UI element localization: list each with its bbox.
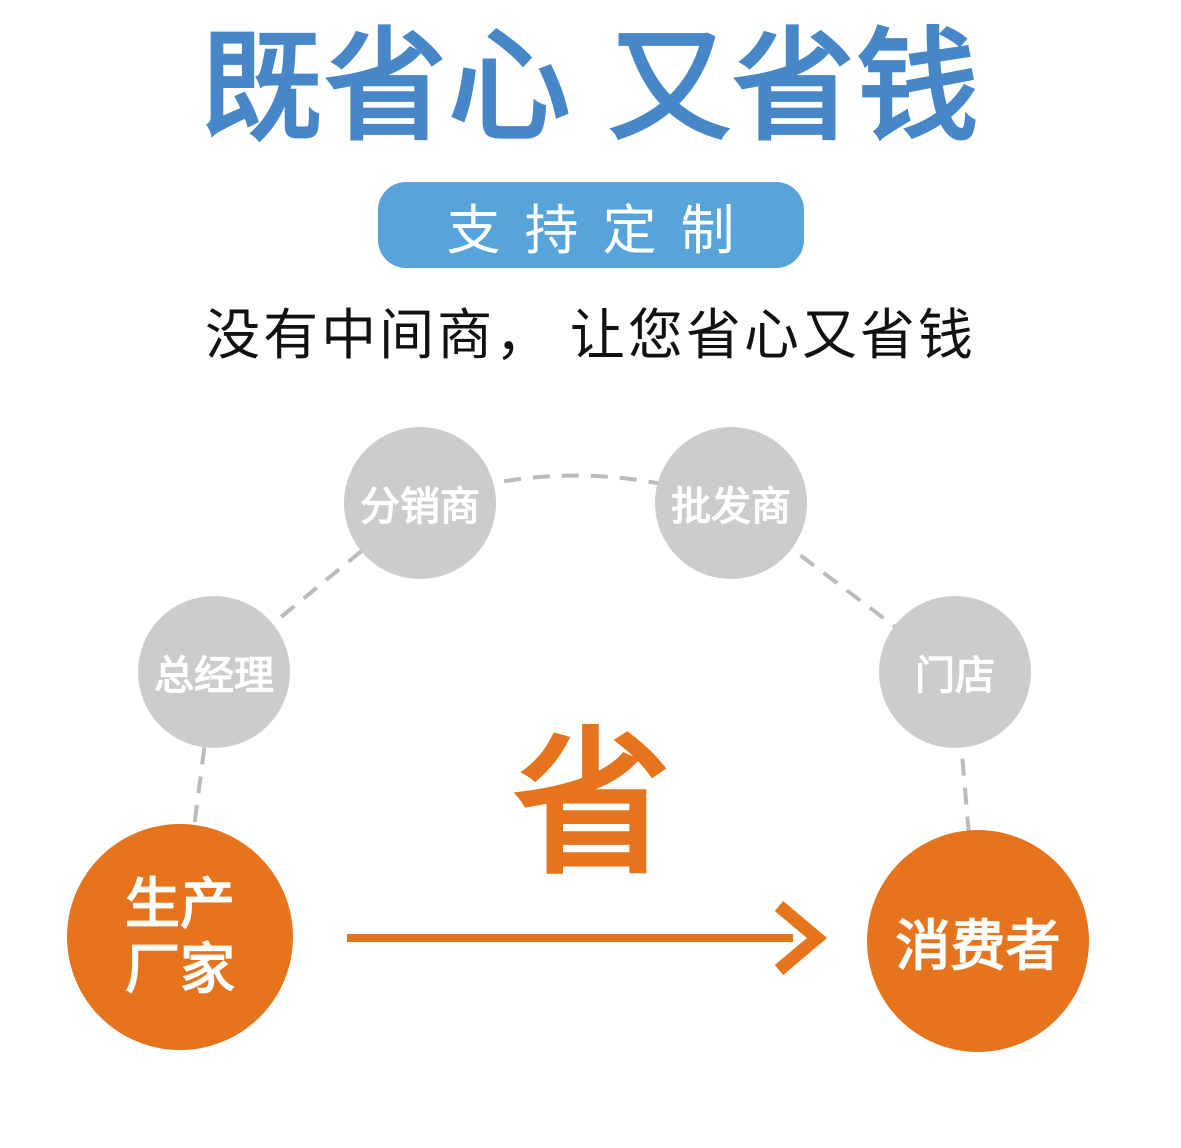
node-wholesaler: 批发商	[655, 427, 807, 579]
node-distributor: 分销商	[344, 427, 496, 579]
flow-arrow-head-icon	[774, 901, 828, 975]
customization-badge: 支持定制	[377, 182, 804, 268]
main-title: 既省心 又省钱	[200, 19, 981, 155]
node-consumer: 消费者	[867, 830, 1089, 1052]
node-label: 总经理	[154, 654, 274, 698]
node-manufacturer: 生产 厂家	[67, 824, 293, 1050]
node-label: 消费者	[895, 915, 1061, 977]
node-general-manager: 总经理	[138, 596, 290, 748]
node-label-line1: 生产	[124, 873, 235, 936]
node-label: 批发商	[671, 485, 791, 529]
save-character: 省	[513, 717, 671, 893]
subtitle: 没有中间商， 让您省心又省钱	[205, 305, 976, 366]
node-label: 门店	[915, 654, 995, 698]
node-store: 门店	[879, 596, 1031, 748]
node-label-line2: 厂家	[124, 938, 235, 1000]
customization-badge-label: 支持定制	[446, 200, 759, 261]
node-label: 分销商	[360, 485, 480, 529]
